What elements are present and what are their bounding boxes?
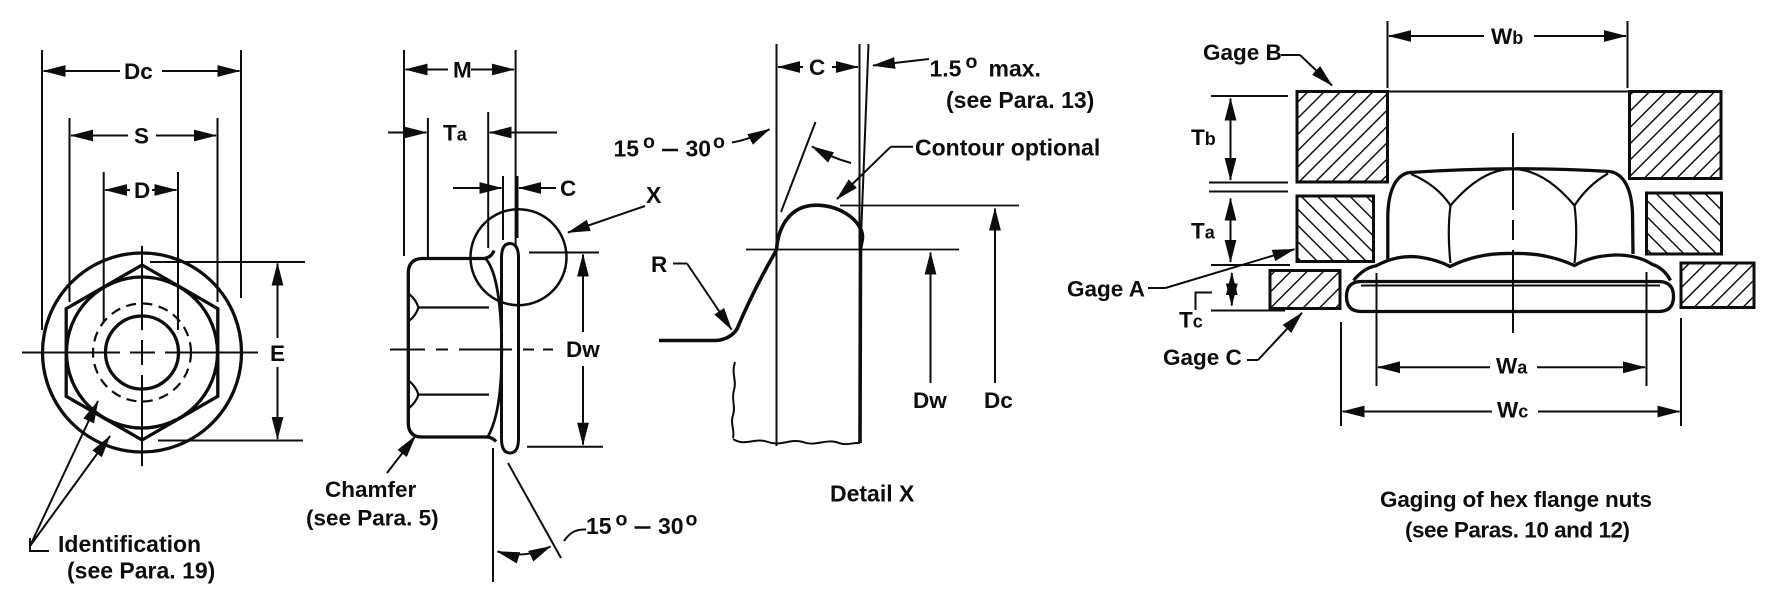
svg-text:Contour optional: Contour optional <box>915 135 1100 161</box>
svg-text:Dc: Dc <box>984 388 1013 413</box>
svg-text:Chamfer: Chamfer <box>325 477 417 502</box>
svg-text:Tc: Tc <box>1179 308 1203 333</box>
svg-text:Identification: Identification <box>58 531 201 557</box>
svg-text:(see Paras. 10 and 12): (see Paras. 10 and 12) <box>1405 518 1630 543</box>
svg-text:Ta: Ta <box>443 121 468 146</box>
svg-text:S: S <box>134 124 149 149</box>
svg-text:D: D <box>134 178 150 203</box>
svg-text:Gage B: Gage B <box>1203 40 1282 65</box>
svg-text:M: M <box>453 58 472 83</box>
svg-text:Gage C: Gage C <box>1163 345 1242 370</box>
svg-text:Ta: Ta <box>1191 219 1216 244</box>
svg-text:Detail X: Detail X <box>830 481 915 507</box>
svg-text:Wa: Wa <box>1496 354 1528 379</box>
svg-text:Tb: Tb <box>1191 125 1216 150</box>
svg-text:C: C <box>560 176 576 201</box>
svg-text:(see Para. 19): (see Para. 19) <box>67 558 215 584</box>
svg-text:Gaging of hex flange nuts: Gaging of hex flange nuts <box>1380 487 1652 512</box>
svg-text:R: R <box>651 252 667 277</box>
svg-text:Wc: Wc <box>1497 398 1528 423</box>
svg-text:Dw: Dw <box>566 337 600 362</box>
svg-text:E: E <box>270 341 285 366</box>
svg-text:(see Para. 5): (see Para. 5) <box>306 506 439 531</box>
svg-text:Dw: Dw <box>913 388 947 413</box>
svg-text:Wb: Wb <box>1491 24 1523 49</box>
svg-text:Gage A: Gage A <box>1067 277 1145 302</box>
svg-text:X: X <box>646 182 662 208</box>
svg-text:Dc: Dc <box>124 59 153 84</box>
svg-text:(see Para. 13): (see Para. 13) <box>946 87 1094 113</box>
svg-text:C: C <box>809 55 825 80</box>
